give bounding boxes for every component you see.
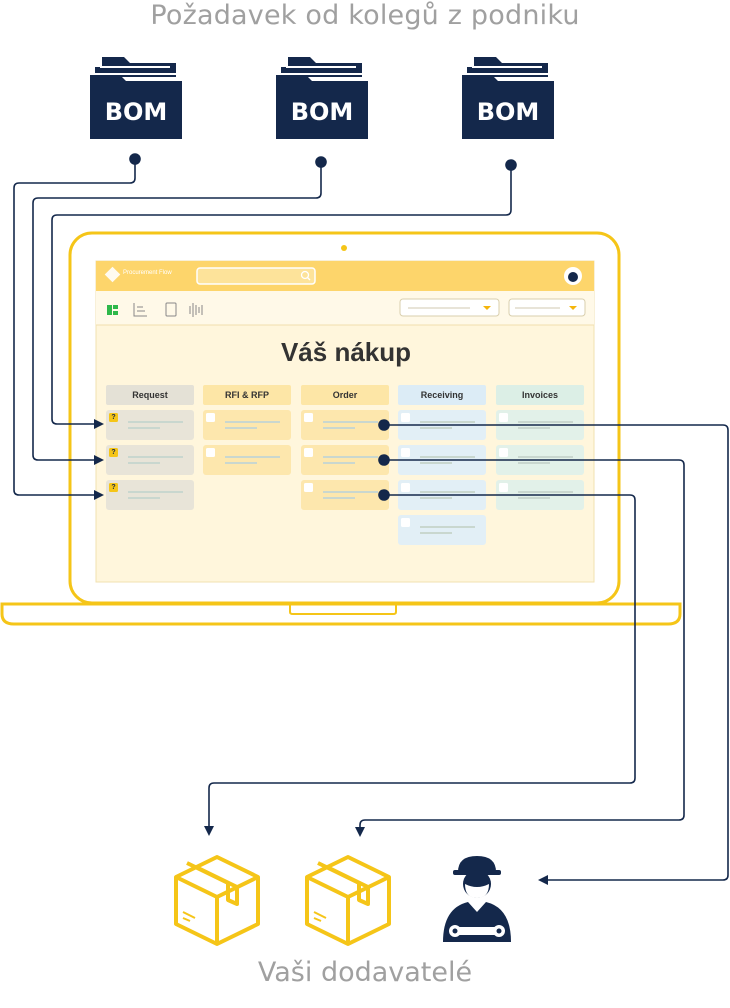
mechanic-icon — [443, 856, 511, 942]
supplier-connectors — [204, 419, 729, 885]
column-request: Request — [132, 390, 168, 400]
column-invoices: Invoices — [521, 390, 559, 400]
request-badge-2: ? — [111, 449, 116, 456]
header-title: Požadavek od kolegů z podniku — [150, 0, 580, 31]
box-icon-1 — [174, 855, 260, 946]
box-icon-2 — [305, 855, 391, 946]
kanban-cards — [106, 410, 584, 545]
column-rfi-rfp: RFI & RFP — [225, 390, 269, 400]
request-badge-3: ? — [111, 484, 116, 491]
footer-title: Vaši dodavatelé — [257, 957, 473, 988]
bom-label-3: BOM — [476, 98, 540, 126]
request-badge-1: ? — [111, 414, 116, 421]
bom-folder-icon-3 — [462, 57, 554, 139]
bom-folder-icon-1 — [90, 57, 182, 139]
page-heading: Váš nákup — [280, 337, 412, 367]
column-order: Order — [332, 390, 358, 400]
bom-connectors — [13, 153, 517, 500]
app-name: Procurement Flow — [123, 270, 172, 276]
bom-folder-icon-2 — [276, 57, 368, 139]
bom-label-2: BOM — [290, 98, 354, 126]
bom-label-1: BOM — [104, 98, 168, 126]
column-receiving: Receiving — [420, 390, 464, 400]
